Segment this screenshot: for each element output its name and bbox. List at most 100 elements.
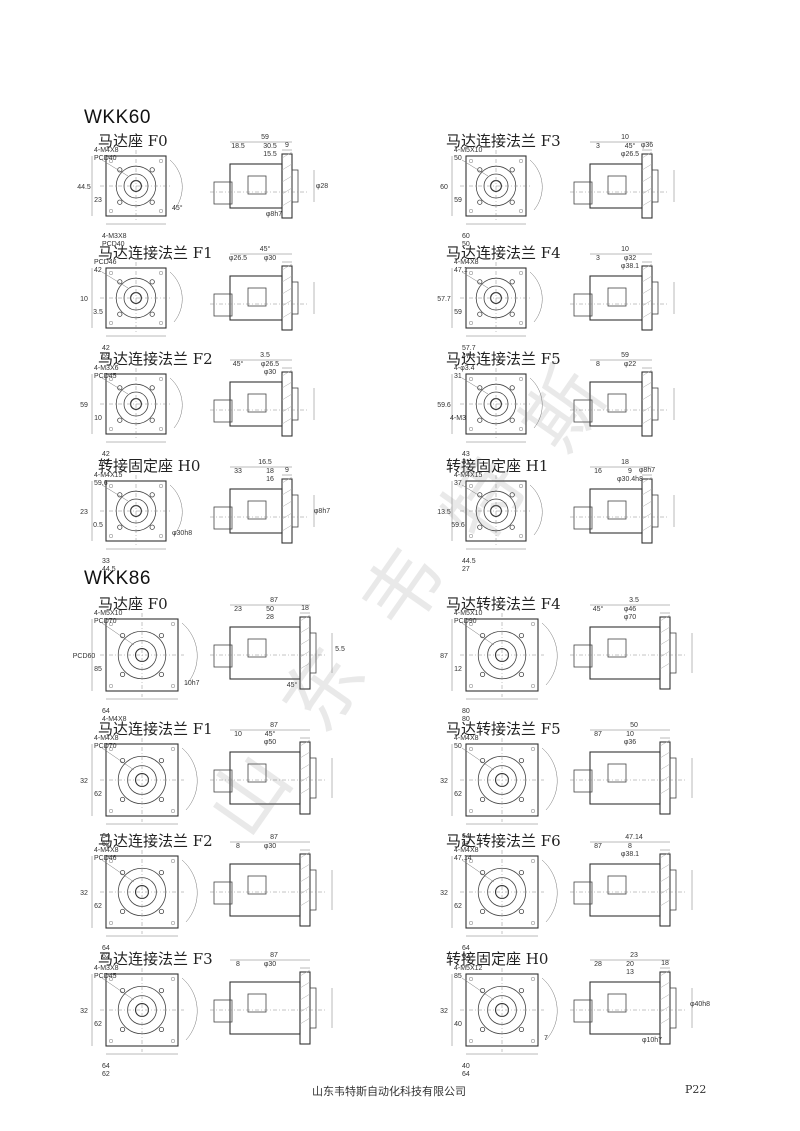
dimension-label: 87 (270, 952, 278, 959)
drawing-caption: 马达座 F0 (98, 132, 168, 150)
dimension-label: 9 (285, 467, 289, 474)
dimension-label: 44.5 (462, 558, 476, 565)
dimension-label: 64 (102, 833, 110, 840)
footer-company: 山东韦特斯自动化科技有限公司 (312, 1085, 466, 1098)
dimension-label: 4-M4X8 (454, 259, 479, 266)
dimension-label: 4-M4X8 (94, 847, 119, 854)
dimension-label: 62 (94, 1021, 102, 1028)
dimension-label: 60 (462, 233, 470, 240)
dimension-label: 32 (80, 1008, 88, 1015)
dimension-label: 62 (454, 903, 462, 910)
dimension-label: φ26.5 (621, 151, 639, 158)
dimension-label: 0.5 (93, 522, 103, 529)
dimension-label: 13 (626, 969, 634, 976)
dimension-label: φ28 (316, 183, 328, 190)
drawing-caption: 马达连接法兰 F2 (98, 350, 213, 368)
dimension-label: 87 (440, 653, 448, 660)
section-title-wkk86: WKK86 (84, 568, 151, 589)
dimension-label: 43 (462, 451, 470, 458)
dimension-label: 59.6 (451, 522, 465, 529)
dimension-label: 64 (462, 1071, 470, 1078)
dimension-label: 64 (462, 833, 470, 840)
dimension-label: φ38.1 (621, 851, 639, 858)
dimension-label: 4-M4X15 (94, 472, 123, 479)
dimension-label: 42 (102, 451, 110, 458)
dimension-label: 57.7 (462, 345, 476, 352)
dimension-label: PCD70 (94, 618, 117, 625)
dimension-label: 4-M5X10 (94, 610, 123, 617)
dimension-label: 13.5 (437, 509, 451, 516)
dimension-label: 62 (454, 791, 462, 798)
dimension-label: 16 (594, 468, 602, 475)
dimension-label: 23 (630, 952, 638, 959)
dimension-label: φ8h7 (266, 211, 282, 218)
dimension-label: PCD90 (454, 618, 477, 625)
dimension-label: 50 (266, 606, 274, 613)
dimension-label: 8 (628, 843, 632, 850)
dimension-label: 50 (454, 743, 462, 750)
dimension-label: 62 (102, 841, 110, 848)
dimension-label: 31 (462, 459, 470, 466)
dimension-label: 32 (80, 778, 88, 785)
dimension-label: φ30 (264, 843, 276, 850)
dimension-label: 87 (270, 834, 278, 841)
dimension-label: 30.5 (263, 143, 277, 150)
dimension-label: 45° (625, 142, 636, 150)
drawing-caption: 马达连接法兰 F4 (446, 244, 561, 262)
dimension-label: PCD45 (94, 373, 117, 380)
dimension-label: 59 (80, 402, 88, 409)
dimension-label: φ36 (641, 142, 653, 149)
dimension-label: 20 (626, 961, 634, 968)
dimension-label: 3.5 (93, 309, 103, 316)
dimension-label: 16.5 (258, 459, 272, 466)
dimension-label: 23 (80, 509, 88, 516)
dimension-label: 23 (94, 197, 102, 204)
drawing-caption: 马达座 F0 (98, 595, 168, 613)
drawing-caption: 马达转接法兰 F5 (446, 720, 561, 738)
dimension-label: 4-M3X8 (102, 233, 127, 240)
dimension-label: 44.5 (102, 566, 116, 573)
dimension-label: 59 (454, 309, 462, 316)
dimension-label: 59.6 (94, 480, 108, 487)
dimension-label: 32 (440, 890, 448, 897)
dimension-label: 59 (621, 352, 629, 359)
dimension-label: 4-M4X8 (94, 147, 119, 154)
dimension-label: 50 (462, 241, 470, 248)
dimension-label: 9 (628, 468, 632, 475)
dimension-label: 10 (80, 296, 88, 303)
dimension-label: φ32 (624, 255, 636, 262)
drawing-caption: 马达连接法兰 F1 (98, 720, 213, 738)
dimension-label: 33 (234, 468, 242, 475)
dimension-label: 45° (287, 681, 298, 689)
dimension-label: 64 (102, 708, 110, 715)
dimension-label: 10 (94, 415, 102, 422)
dimension-label: 80 (462, 716, 470, 723)
dimension-label: 85 (454, 973, 462, 980)
drawing-caption: 转接固定座 H0 (98, 457, 201, 475)
dimension-label: 64 (102, 1063, 110, 1070)
dimension-label: 4-M3 (450, 415, 466, 422)
dimension-label: 31 (454, 373, 462, 380)
dimension-label: φ40h8 (690, 1001, 710, 1008)
dimension-label: 62 (462, 953, 470, 960)
dimension-label: 10 (234, 731, 242, 738)
dimension-label: 47.14 (454, 855, 472, 862)
drawing-caption: 转接固定座 H0 (446, 950, 549, 968)
dimension-label: 28 (594, 961, 602, 968)
dimension-label: 62 (102, 953, 110, 960)
dimension-label: 10 (626, 731, 634, 738)
dimension-label: 47.1 (454, 267, 468, 274)
